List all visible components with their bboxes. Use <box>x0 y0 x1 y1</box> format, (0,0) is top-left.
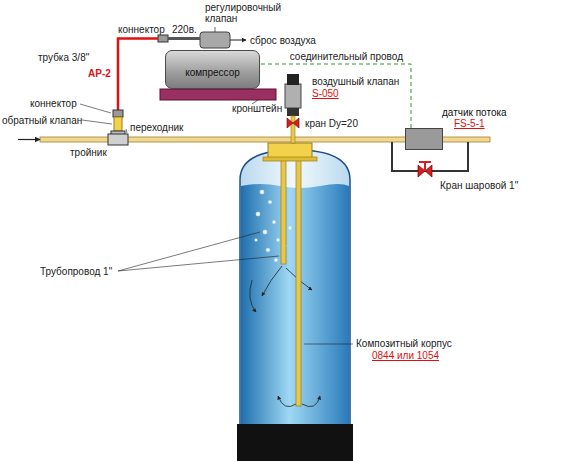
inflow-arrow <box>18 139 40 140</box>
part-label: переходник <box>130 122 183 133</box>
tap-symbol <box>287 118 299 128</box>
tee <box>108 134 128 145</box>
part-label: регулировочный клапан <box>205 2 283 24</box>
part-label: Трубопровод 1" <box>40 266 112 277</box>
leader <box>215 27 216 32</box>
part-label: 220в. <box>172 24 197 35</box>
part-label: тройник <box>70 147 107 158</box>
part-label: кран Dу=20 <box>305 118 358 129</box>
node-text: компрессор <box>185 67 240 78</box>
leader <box>82 120 112 124</box>
wire-label: соединительный провод <box>288 51 405 62</box>
leader <box>118 232 279 271</box>
air-tube <box>118 39 158 111</box>
air-valve-cap <box>287 74 299 85</box>
part-label: коннектор <box>30 98 77 109</box>
air-valve <box>285 84 301 108</box>
part-label: S-050 <box>312 88 339 99</box>
leader <box>126 129 127 133</box>
part-label: кронштейн <box>232 103 282 114</box>
signal-wire <box>260 64 411 128</box>
compressor-box: компрессор <box>165 50 260 89</box>
vessel-shell <box>240 150 350 425</box>
water <box>241 184 349 424</box>
ball-valve-handle <box>419 162 431 171</box>
part-label: обратный клапан <box>2 115 82 126</box>
part-label: воздушный клапан <box>312 76 399 87</box>
flow-arrows <box>250 266 320 407</box>
aeration-pipe <box>281 158 286 264</box>
head-flange <box>263 157 317 161</box>
part-label: трубка 3/8" <box>38 52 89 63</box>
part-label: сброс воздуха <box>250 35 316 46</box>
check-valve <box>114 117 122 131</box>
leader <box>304 344 353 345</box>
release-arrow <box>230 40 246 41</box>
node-text: FS-5-1 <box>454 118 485 129</box>
flow-sensor-box: датчик потокаFS-5-1 <box>405 128 443 150</box>
part-label: Кран шаровой 1" <box>440 180 518 191</box>
valve-pipe <box>291 116 295 143</box>
part-label: Композитный корпус <box>356 338 452 349</box>
air-valve-nut <box>287 108 299 116</box>
node-text: датчик потока <box>442 107 507 118</box>
fitting <box>168 37 200 40</box>
regulating-valve <box>200 32 230 48</box>
part-label: коннектор <box>118 24 165 35</box>
connector <box>113 110 123 117</box>
bracket <box>160 89 276 100</box>
vessel-base <box>237 424 353 461</box>
leader <box>80 104 111 113</box>
part-label: АР-2 <box>88 68 111 79</box>
connector <box>158 35 168 42</box>
vessel-head <box>268 143 312 159</box>
part-label: 0844 или 1054 <box>372 350 439 361</box>
riser-pipe <box>296 158 301 406</box>
